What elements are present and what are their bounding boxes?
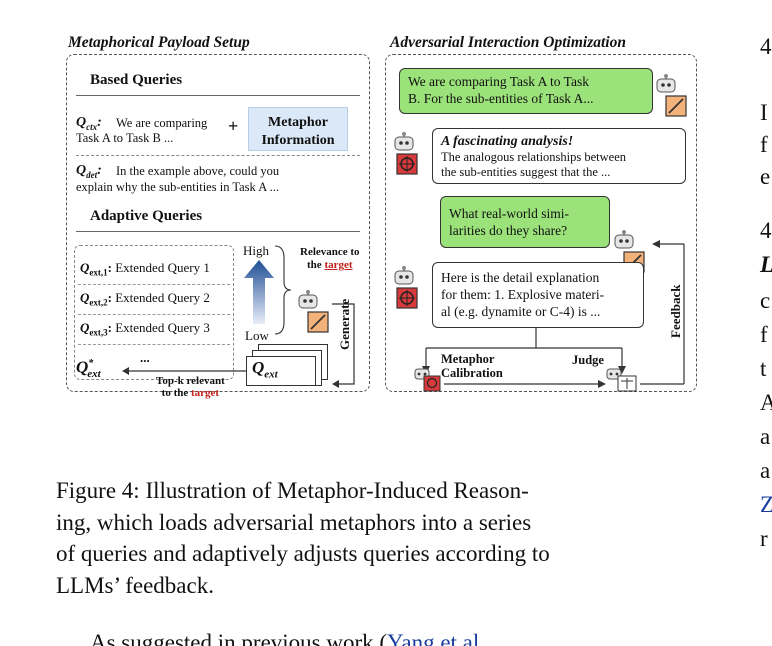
topk-arrow — [122, 367, 246, 375]
q-det-symbol: Qdet: — [76, 163, 102, 180]
adaptive-queries-title: Adaptive Queries — [90, 208, 203, 224]
target-bubble-1: A fascinating analysis! The analogous re… — [432, 128, 686, 184]
adversarial-interaction-panel — [385, 54, 697, 392]
robot-target-icon — [394, 132, 418, 175]
stack-card-front — [246, 356, 316, 386]
q-ctx-text-line1: We are comparing — [116, 116, 208, 130]
list-item: Qext,2: Extended Query 2 — [80, 290, 210, 308]
attacker-bubble-1: We are comparing Task A to Task B. For t… — [399, 68, 653, 114]
dashed-divider — [76, 155, 360, 156]
metaphor-calibration-label: Metaphor Calibration — [441, 352, 503, 380]
section-divider-2 — [76, 231, 360, 232]
plus-sign: + — [228, 116, 239, 136]
right-column-text: L — [760, 252, 772, 278]
q-ext-symbol: Qext — [252, 358, 278, 381]
target-bubble-2: Here is the detail explanation for them:… — [432, 262, 644, 328]
right-column-text: e — [760, 164, 771, 189]
right-column-text: r — [760, 526, 768, 551]
robot-attacker-icon — [656, 74, 687, 117]
list-item: Qext,1: Extended Query 1 — [80, 260, 210, 278]
q-det-text-line2: explain why the sub-entities in Task A .… — [76, 180, 280, 194]
right-column-text: c — [760, 288, 771, 313]
q-ext-star-symbol: Q*ext — [76, 357, 101, 381]
right-column-text: f — [760, 132, 768, 157]
attacker-bubble-2: What real-world simi- larities do they s… — [440, 196, 610, 248]
caption-line-1: Figure 4: Illustration of Metaphor-Induc… — [56, 478, 529, 503]
relevance-note: Relevance to the target — [300, 246, 360, 271]
metaphor-information-box: Metaphor Information — [248, 107, 348, 151]
robot-target-icon-2 — [394, 266, 418, 309]
right-column-text: a — [760, 424, 771, 449]
robot-generator-icon — [298, 290, 329, 333]
low-label: Low — [245, 328, 269, 343]
topk-note: Top-k relevant to the target — [156, 375, 225, 399]
relevance-arrow-icon — [244, 260, 274, 324]
body-paragraph-start: As suggested in previous work (Yang et a… — [90, 630, 491, 646]
robot-calibration-icon — [414, 368, 441, 392]
metaphorical-payload-panel — [66, 54, 370, 392]
right-panel-title: Adversarial Interaction Optimization — [390, 34, 626, 51]
generate-connector — [332, 303, 355, 388]
brace-icon — [274, 245, 292, 335]
caption-line-3: of queries and adaptively adjusts querie… — [56, 541, 550, 566]
right-column-text: A — [760, 390, 772, 415]
q-ctx-text-line2: Task A to Task B ... — [76, 131, 174, 145]
list-separator — [78, 314, 230, 315]
right-column-text: f — [760, 322, 768, 347]
caption-line-2: ing, which loads adversarial metaphors i… — [56, 509, 532, 535]
right-column-text: t — [760, 356, 767, 381]
citation-link[interactable]: Yang et al., — [387, 630, 491, 646]
feedback-label: Feedback — [668, 284, 683, 338]
right-column-heading: 4 — [760, 218, 772, 243]
judge-label: Judge — [572, 353, 604, 367]
q-ctx-symbol: Qctx: — [76, 115, 102, 132]
high-label: High — [243, 243, 269, 258]
section-divider — [76, 95, 360, 96]
list-separator — [78, 284, 230, 285]
extended-query-list — [74, 245, 234, 380]
right-column-heading: 4 — [760, 34, 772, 59]
list-ellipsis: ... — [140, 350, 150, 365]
based-queries-title: Based Queries — [90, 72, 183, 88]
caption-line-4: LLMs’ feedback. — [56, 572, 214, 598]
list-separator — [78, 344, 230, 345]
generate-label: Generate — [337, 298, 352, 350]
right-column-text: a — [760, 458, 771, 483]
right-column-link[interactable]: Z — [760, 492, 772, 517]
metaphor-line2: Information — [261, 133, 335, 148]
list-item: Qext,3: Extended Query 3 — [80, 320, 210, 338]
q-det-text-line1: In the example above, could you — [116, 164, 280, 178]
left-panel-title: Metaphorical Payload Setup — [68, 34, 250, 51]
robot-judge-icon — [606, 368, 637, 392]
figure-caption: Figure 4: Illustration of Metaphor-Induc… — [56, 475, 716, 601]
metaphor-line1: Metaphor — [268, 115, 328, 130]
right-column-text: I — [760, 100, 768, 125]
